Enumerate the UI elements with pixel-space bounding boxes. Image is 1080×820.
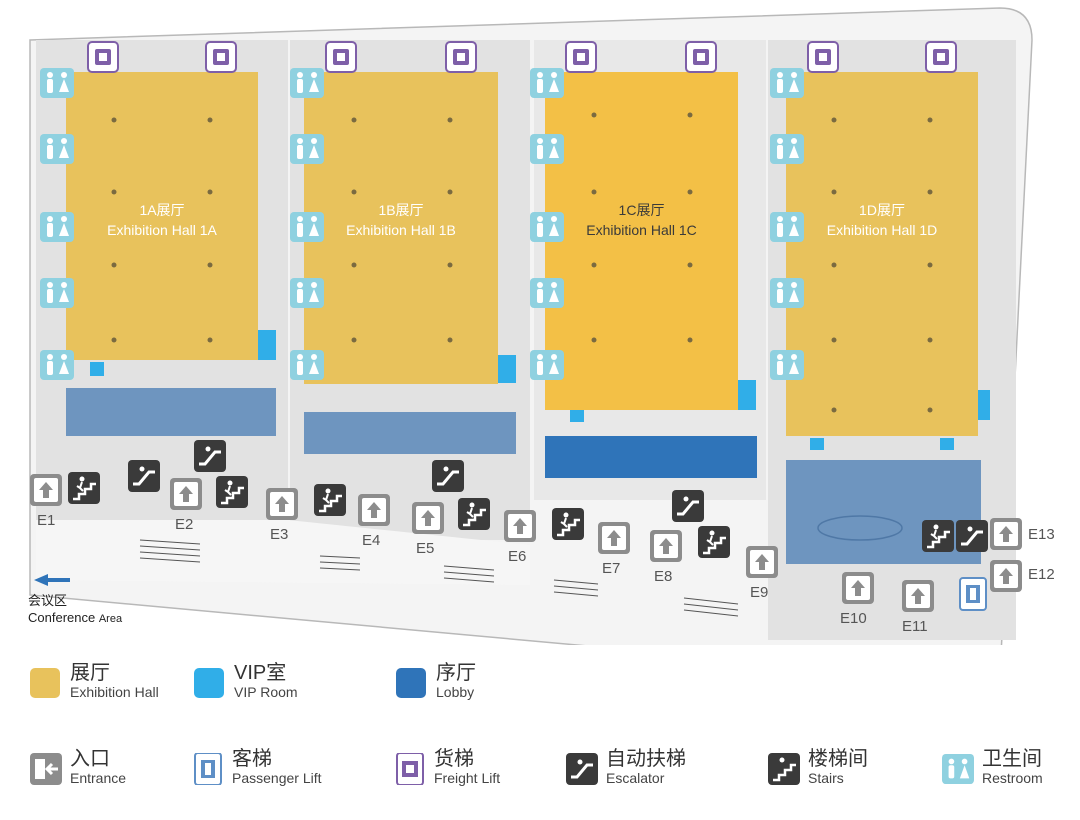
legend-restroom-cn: 卫生间	[982, 748, 1042, 770]
legend-escalator: 自动扶梯 Escalator	[566, 748, 686, 788]
hall-1b-cn: 1B展厅	[378, 202, 424, 218]
lobby-1b	[304, 412, 516, 454]
entrance-label-e9: E9	[750, 584, 769, 601]
entrance-label-e8: E8	[654, 568, 673, 585]
hall-1d-label: 1D展厅 Exhibition Hall 1D	[786, 200, 978, 240]
vip-room-swatch	[194, 668, 224, 698]
legend-entrance: 入口 Entrance	[30, 748, 127, 788]
vip-room-1a	[258, 330, 276, 360]
vip-room-small	[940, 438, 954, 450]
legend-passenger-lift-cn: 客梯	[232, 748, 272, 770]
legend-passenger-lift-en: Passenger Lift	[232, 770, 322, 786]
entrance-label-e6: E6	[508, 548, 527, 565]
entrance-label-e2: E2	[175, 516, 194, 533]
entrance-icon	[30, 753, 62, 785]
entrance-label-e7: E7	[602, 560, 621, 577]
conference-en-sub: Area	[98, 613, 123, 625]
vip-room-small	[90, 362, 104, 376]
vip-room-1c	[738, 380, 756, 410]
hall-1b-en: Exhibition Hall 1B	[346, 222, 456, 238]
legend-freight-lift: 货梯 Freight Lift	[394, 748, 501, 788]
legend-exhibition-hall: 展厅 Exhibition Hall	[30, 662, 159, 702]
hall-1a-en: Exhibition Hall 1A	[107, 222, 217, 238]
hall-1b[interactable]	[304, 72, 498, 384]
legend-escalator-cn: 自动扶梯	[606, 748, 686, 770]
escalator-icon	[566, 753, 598, 785]
legend-exhibition-hall-cn: 展厅	[70, 662, 110, 684]
hall-1a-label: 1A展厅 Exhibition Hall 1A	[66, 200, 258, 240]
entrance-label-e13: E13	[1028, 526, 1055, 543]
legend-stairs-cn: 楼梯间	[808, 748, 868, 770]
legend-passenger-lift: 客梯 Passenger Lift	[192, 748, 322, 788]
hall-1c-en: Exhibition Hall 1C	[586, 222, 697, 238]
legend-exhibition-hall-en: Exhibition Hall	[70, 684, 159, 700]
lobby-1d-oval	[817, 515, 903, 541]
freight-lift-icon	[396, 753, 424, 785]
passenger-lift-icon	[959, 577, 987, 611]
hall-1d-en: Exhibition Hall 1D	[826, 222, 938, 238]
hall-1a-cn: 1A展厅	[139, 202, 185, 218]
legend-vip-room-cn: VIP室	[234, 662, 287, 684]
entrance-label-e11: E11	[902, 618, 928, 635]
conference-arrow-icon	[34, 574, 70, 586]
hall-1a[interactable]	[66, 72, 258, 360]
vip-room-small	[810, 438, 824, 450]
hall-1d[interactable]	[786, 72, 978, 436]
hall-1b-label: 1B展厅 Exhibition Hall 1B	[304, 200, 498, 240]
legend-vip-room-en: VIP Room	[234, 684, 298, 700]
legend-entrance-en: Entrance	[70, 770, 127, 786]
conference-en-main: Conference	[28, 610, 96, 625]
vip-room-1b	[498, 355, 516, 383]
hall-1c[interactable]	[545, 72, 738, 410]
legend-lobby-en: Lobby	[436, 684, 475, 700]
restroom-icon	[942, 753, 974, 785]
vip-room-small	[570, 410, 584, 422]
passenger-lift-icon	[194, 753, 222, 785]
stairs-icon	[768, 753, 800, 785]
legend-lobby: 序厅 Lobby	[396, 662, 476, 702]
hall-1d-cn: 1D展厅	[859, 202, 905, 218]
floor-plan-svg	[29, 7, 1033, 676]
legend-restroom-en: Restroom	[982, 770, 1043, 786]
vip-room-1d	[978, 390, 990, 420]
legend-entrance-cn: 入口	[70, 748, 110, 770]
exhibition-hall-swatch	[30, 668, 60, 698]
legend-freight-lift-en: Freight Lift	[434, 770, 501, 786]
legend-stairs-en: Stairs	[808, 770, 844, 786]
entrance-label-e10: E10	[840, 610, 867, 627]
lobby-1a	[66, 388, 276, 436]
lobby-swatch	[396, 668, 426, 698]
entrance-label-e3: E3	[270, 526, 289, 543]
floor-map: 1A展厅 Exhibition Hall 1A 1B展厅 Exhibition …	[28, 7, 1055, 676]
legend-restroom: 卫生间 Restroom	[942, 748, 1043, 788]
entrance-label-e5: E5	[416, 540, 435, 557]
hall-1c-label: 1C展厅 Exhibition Hall 1C	[545, 200, 738, 240]
legend-vip-room: VIP室 VIP Room	[194, 662, 298, 702]
stair-markings	[139, 539, 739, 617]
legend-lobby-cn: 序厅	[436, 662, 476, 684]
entrance-label-e12: E12	[1028, 566, 1055, 583]
legend-stairs: 楼梯间 Stairs	[768, 748, 868, 788]
lobby-1c	[545, 436, 757, 478]
column-dots	[111, 112, 933, 413]
legend-escalator-en: Escalator	[606, 770, 665, 786]
entrance-label-e1: E1	[37, 512, 56, 529]
conference-area-label: 会议区 Conference Area	[28, 592, 122, 628]
entrance-label-e4: E4	[362, 532, 381, 549]
legend-freight-lift-cn: 货梯	[434, 748, 474, 770]
conference-cn: 会议区	[28, 593, 68, 608]
south-corridor	[36, 520, 530, 585]
hall-1c-cn: 1C展厅	[618, 202, 665, 218]
